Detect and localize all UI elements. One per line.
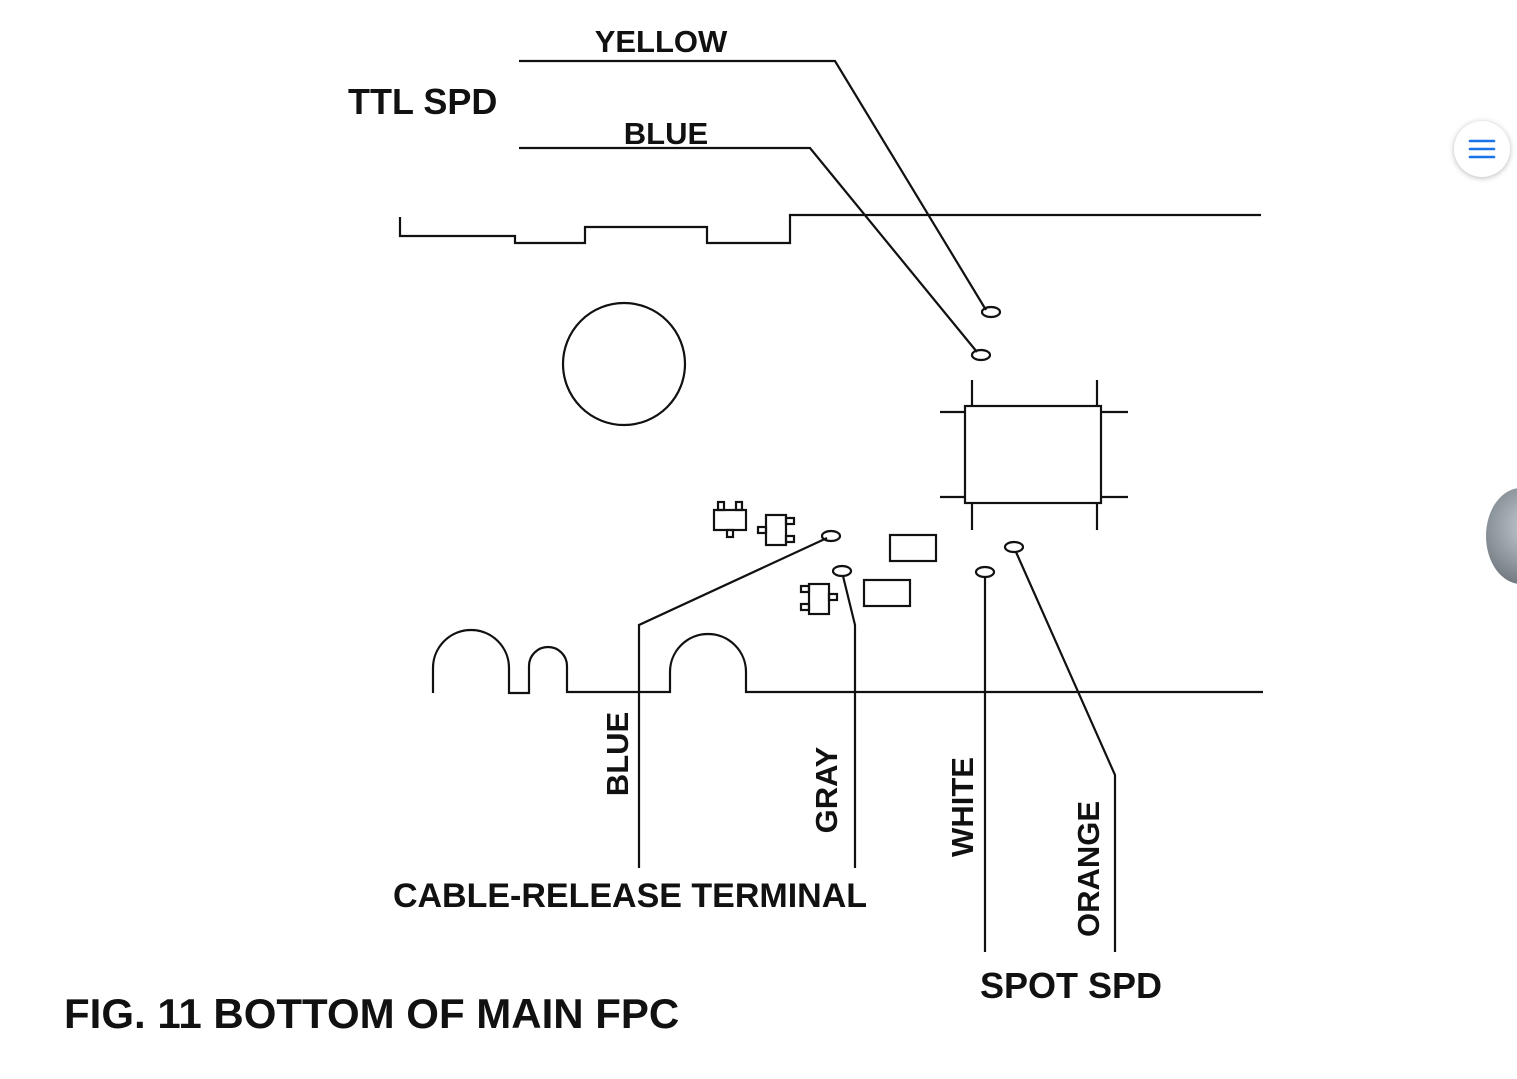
- mounting-hole: [561, 301, 687, 427]
- cable-blue-pad: [820, 529, 842, 543]
- cable-gray-label: GRAY: [809, 746, 844, 833]
- menu-button[interactable]: [1454, 121, 1510, 177]
- ttl-yellow-pad: [980, 305, 1002, 319]
- ttl-blue-pad: [970, 348, 992, 362]
- cable-blue-label: BLUE: [600, 712, 635, 796]
- transistor-2: [756, 513, 796, 547]
- spot-orange-label: ORANGE: [1071, 801, 1106, 937]
- ttl-yellow-label: YELLOW: [595, 24, 728, 59]
- cable-gray-pad: [831, 564, 853, 578]
- spot-spd-label: SPOT SPD: [980, 965, 1162, 1006]
- ttl-yellow-leader: [519, 59, 987, 311]
- lower-board-edge: [431, 628, 1263, 695]
- spot-orange-pad: [1003, 540, 1025, 554]
- transistor-1: [712, 500, 748, 539]
- cable-gray-leader: [841, 575, 857, 868]
- cable-blue-leader: [637, 537, 828, 868]
- ttl-blue-label: BLUE: [624, 116, 708, 151]
- spot-orange-leader: [1014, 551, 1117, 952]
- upper-board-edge: [398, 213, 1261, 245]
- spot-white-label: WHITE: [945, 757, 980, 857]
- cable-release-terminal-label: CABLE-RELEASE TERMINAL: [393, 877, 867, 915]
- ic-chip: [940, 380, 1128, 530]
- figure-caption: FIG. 11 BOTTOM OF MAIN FPC: [64, 990, 679, 1037]
- transistor-3: [799, 582, 839, 616]
- hamburger-menu-icon: [1468, 139, 1496, 159]
- ttl-spd-label: TTL SPD: [348, 81, 497, 122]
- component-box-1: [888, 533, 938, 563]
- ttl-blue-leader: [519, 146, 978, 353]
- spot-white-pad: [974, 565, 996, 579]
- component-box-2: [862, 578, 912, 608]
